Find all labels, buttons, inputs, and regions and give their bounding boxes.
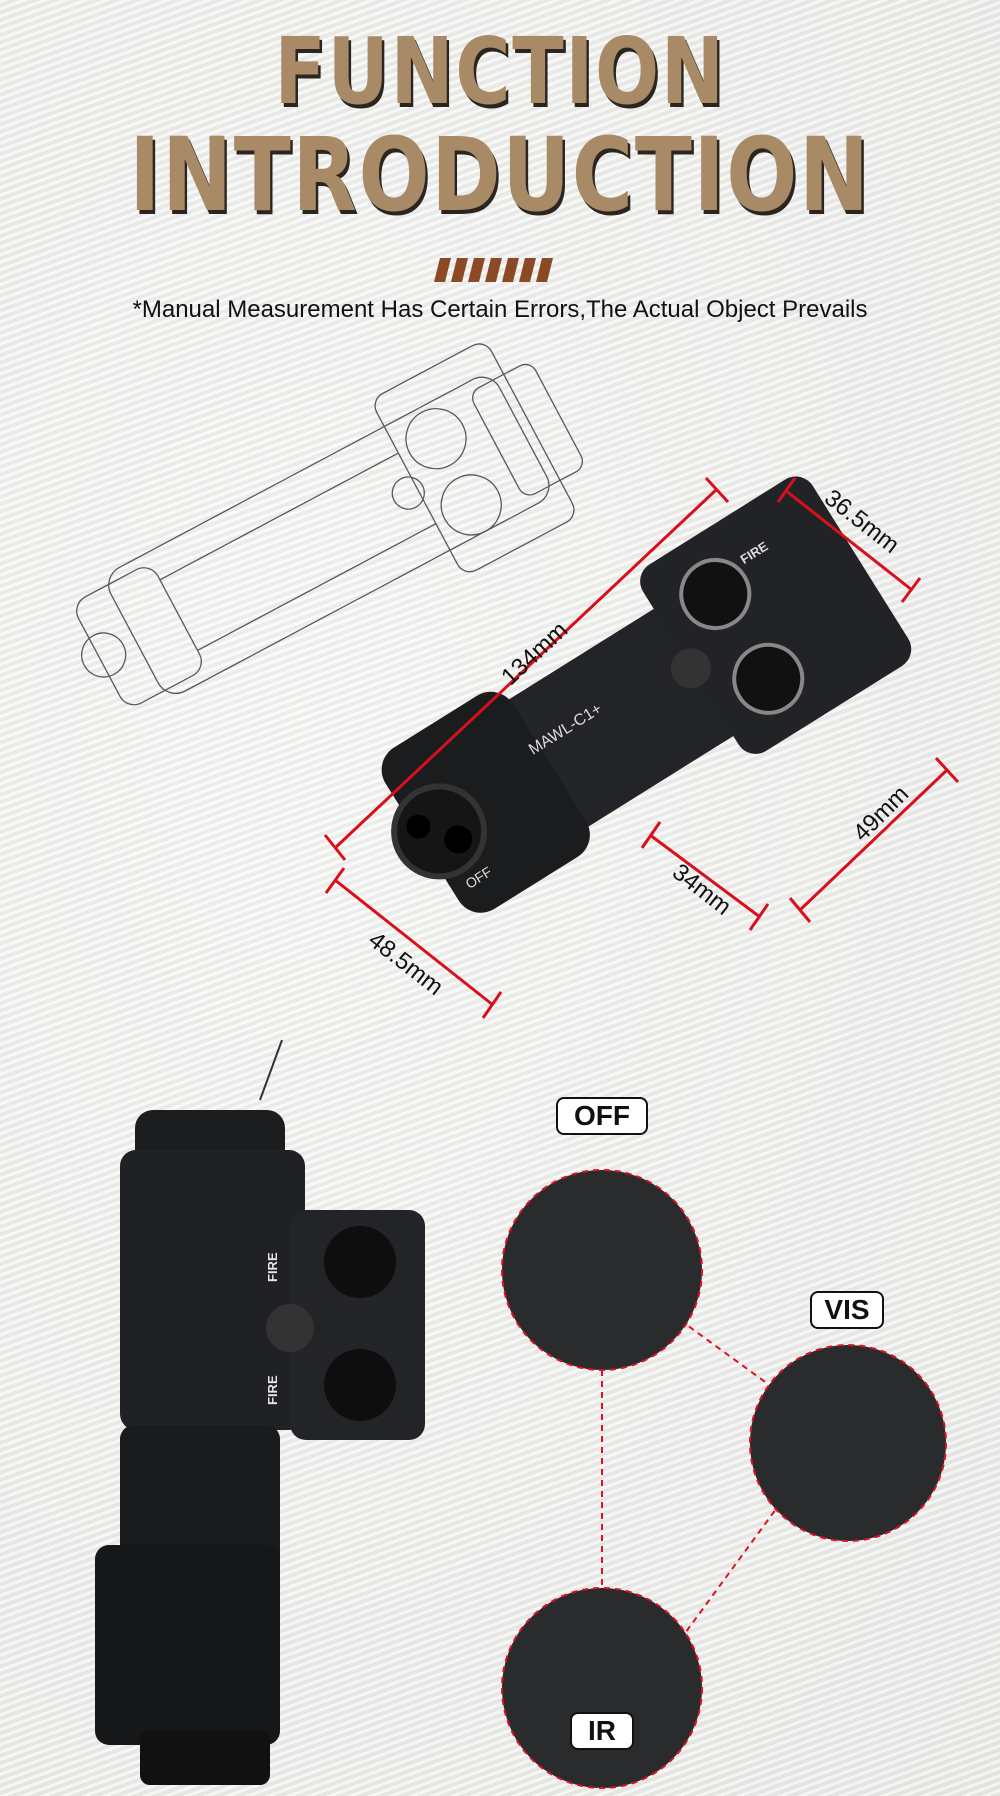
dimension-lines [323,476,960,1019]
device-photo-vertical: FIRE FIRE [95,1039,425,1785]
line-sketch [76,343,583,706]
device-photo-angled: MAWL-C1+ FIRE OFF [381,476,912,913]
title-line-1: FUNCTION [274,18,726,125]
mode-label-off: OFF [556,1097,648,1135]
mode-label-vis: VIS [810,1291,884,1329]
mode-detail-circles [501,1169,947,1789]
title-line-2: INTRODUCTION [129,116,871,235]
mode-label-ir: IR [570,1712,634,1750]
fire-label-upper: FIRE [265,1252,280,1282]
fire-label-lower: FIRE [265,1375,280,1405]
measurement-disclaimer: *Manual Measurement Has Certain Errors,T… [132,296,868,323]
